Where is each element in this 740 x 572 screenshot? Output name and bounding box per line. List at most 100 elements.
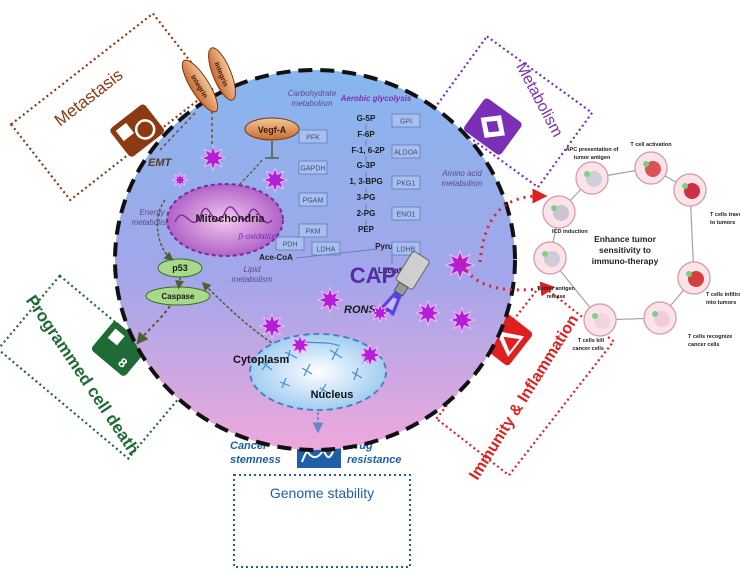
immune-step-label-1-1: tumor antigen: [574, 155, 611, 161]
rons-burst-icon-4: [258, 312, 286, 340]
carb-line2: metabolism: [292, 99, 333, 108]
immune-step-core-top-0: [645, 161, 661, 177]
enzyme-gapdh: GAPDH: [301, 166, 326, 173]
immune-step-dot-top-3: [686, 271, 692, 277]
enzyme-box-gpi: [391, 113, 421, 128]
enzyme-box-pkg1: [391, 175, 421, 190]
immune-step-label-5-1: cancer cells: [573, 346, 605, 352]
amino-line2: metabolism: [442, 179, 483, 188]
enzyme-eno1: ENO1: [396, 212, 415, 219]
rons-burst-icon-5: [288, 333, 312, 357]
cycle-center-line1: Enhance tumor: [594, 234, 657, 244]
metabolism-box: [431, 34, 594, 189]
metabolite-0: G-5P: [357, 114, 376, 123]
lipid-line2: metabolism: [232, 275, 273, 284]
rons-burst-icon-2: [444, 249, 476, 281]
mitochondria-label: Mitochondria: [195, 213, 265, 225]
emt-label: EMT: [148, 157, 173, 169]
cycle-center-line2: sensitivity to: [599, 245, 651, 255]
genome-panel: Genome stability Cancer stemness Drug re…: [230, 432, 411, 568]
genome-label: Genome stability: [270, 485, 374, 501]
metabolite-6: 2-PG: [357, 209, 376, 218]
enzyme-pkg1: PKG1: [397, 181, 416, 188]
immune-step-core-top-5: [594, 313, 610, 329]
enzyme-ldha: LDHA: [317, 247, 336, 254]
immune-step-label-4-0: T cells recognize: [688, 334, 732, 340]
immune-step-core-top-1: [586, 171, 602, 187]
energy-line2: metabolism: [132, 218, 173, 227]
nucleus: [249, 333, 387, 411]
immune-step-label-0-0: T cell activation: [630, 142, 672, 148]
metabolite-9: Lactate: [378, 266, 407, 275]
programmed-death-icon: 8: [91, 321, 147, 376]
metabolite-7: PEP: [358, 225, 375, 234]
immune-step-core-top-6: [544, 251, 560, 267]
immune-step-core-top-4: [654, 311, 670, 327]
rons-bursts: [171, 144, 476, 368]
integrin-oval-1: [181, 59, 219, 113]
metabolism-crystal-icon: [464, 98, 522, 155]
immune-step-label-4-1: cancer cells: [688, 342, 720, 348]
immune-step-label-6-0: Tumor antigen: [537, 286, 575, 292]
nucleus-label: Nucleus: [311, 389, 354, 401]
enzyme-box-aldoa: [391, 144, 421, 159]
lipid-line1: Lipid: [244, 265, 261, 274]
resistance-line2: resistance: [347, 454, 401, 466]
metastasis-label: Metastasis: [51, 65, 127, 130]
immune-step-label-2-0: T cells travel: [710, 212, 740, 218]
immune-step-label-2-1: to tumors: [710, 220, 735, 226]
immune-step-core-top-3: [688, 271, 704, 287]
rons-burst-icon-10: [171, 171, 189, 189]
immune-step-dot-top-0: [643, 161, 649, 167]
immune-step-dot-top-4: [652, 311, 658, 317]
enzyme-gpi: GPI: [400, 119, 412, 126]
metabolite-3: G-3P: [357, 161, 376, 170]
mitochondria: [166, 183, 284, 257]
vegfa-oval: [244, 117, 300, 141]
enzyme-box-gapdh: [298, 160, 328, 175]
integrin-receptors: Integrin Integrin: [181, 47, 236, 113]
immune-step-core-top-7: [553, 205, 569, 221]
enzyme-pgam: PGAM: [303, 198, 324, 205]
energy-line1: Energy: [139, 208, 165, 217]
metabolite-1: F-6P: [357, 130, 375, 139]
rons-burst-icon-8: [357, 342, 383, 368]
enzyme-ldhb: LDHB: [397, 247, 416, 254]
immune-step-label-6-1: release: [547, 294, 566, 300]
metabolite-4: 1, 3-BPG: [349, 177, 382, 186]
caspase-label: Caspase: [162, 292, 195, 301]
enzyme-aldoa: ALDOA: [394, 150, 418, 157]
integrin-oval-2: [208, 47, 236, 101]
rons-burst-icon-3: [316, 286, 344, 314]
carb-line1: Carbohydrate: [288, 89, 337, 98]
enzyme-box-eno1: [391, 206, 421, 221]
stemness-line2: stemness: [230, 454, 281, 466]
pyruvate-acecoa-arrow: [295, 248, 379, 259]
rons-label: RONS: [344, 304, 376, 316]
metabolite-2: F-1, 6-2P: [351, 146, 385, 155]
p53-label: p53: [172, 263, 188, 273]
genome-box: [233, 474, 411, 568]
enzyme-pkm: PKM: [305, 229, 320, 236]
enzyme-pdh: PDH: [283, 242, 298, 249]
emt-cell-icon: [110, 104, 164, 157]
immune-step-label-3-0: T cells infiltrate: [706, 292, 740, 298]
metabolite-5: 3-PG: [357, 193, 376, 202]
immune-step-label-5-0: T cells kill: [578, 338, 605, 344]
cytoplasm-label: Cytoplasm: [233, 354, 289, 366]
enzyme-box-pkm: [298, 223, 328, 238]
aerobic-glycolysis-label: Aerobic glycolysis: [340, 94, 412, 103]
enzyme-box-pdh: [275, 236, 305, 251]
immune-step-label-1-0: APC presentation of: [566, 147, 619, 153]
rons-burst-icon-6: [414, 299, 442, 327]
amino-line1: Amino acid: [441, 169, 482, 178]
enzyme-box-pgam: [298, 192, 328, 207]
immune-step-dot-top-2: [682, 183, 688, 189]
metabolism-label: Metabolism: [512, 60, 565, 140]
enzyme-box-pfk: [298, 129, 328, 144]
rons-burst-icon-1: [261, 166, 289, 194]
cycle-center-line3: immuno-therapy: [592, 256, 659, 266]
immune-step-label-7-0: ICD induction: [552, 229, 588, 235]
